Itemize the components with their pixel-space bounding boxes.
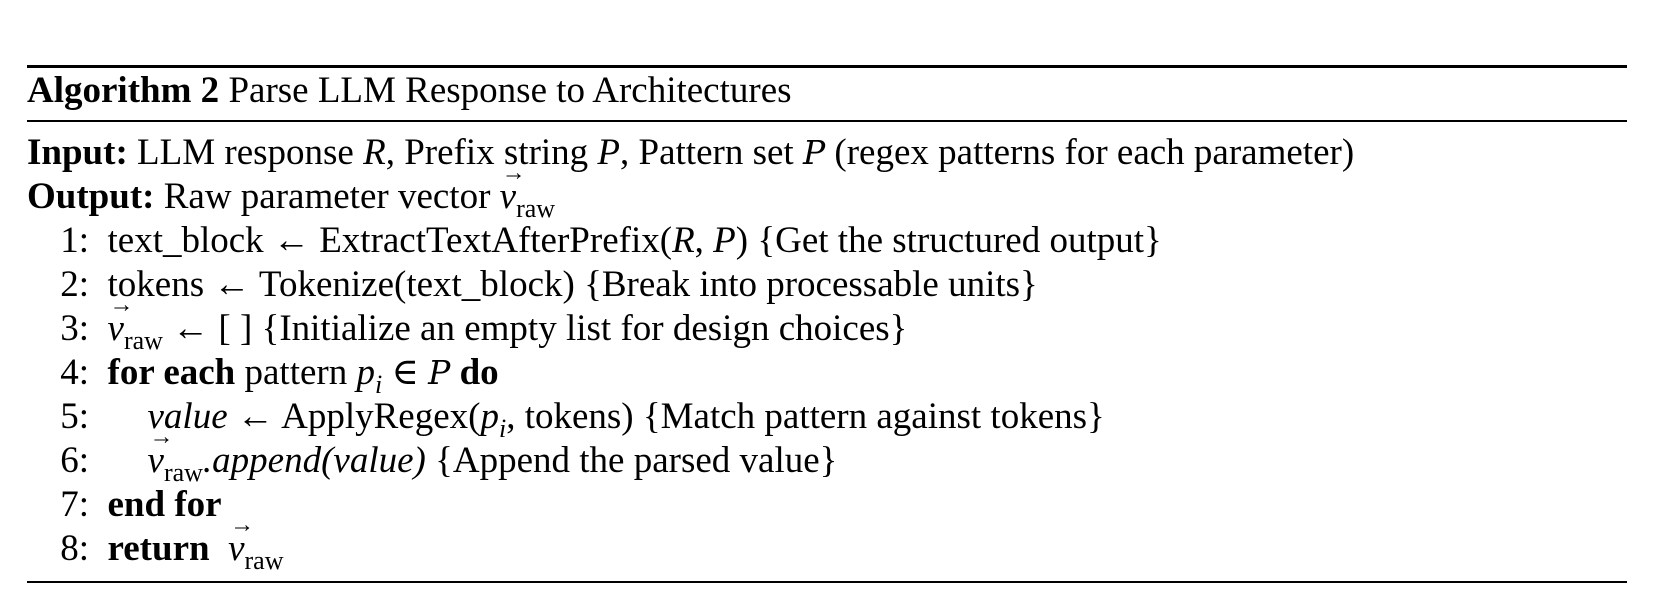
append-call: .append(value)	[202, 440, 426, 481]
paren-close: )	[735, 220, 749, 261]
bottom-rule	[27, 581, 1627, 583]
paren-open: (	[659, 220, 673, 261]
line-number: 8:	[60, 528, 89, 569]
vector: →v	[147, 425, 174, 483]
algorithm-block: Algorithm 2 Parse LLM Response to Archit…	[27, 0, 1627, 610]
keyword-do: do	[450, 352, 499, 393]
step-body: value ← ApplyRegex(pi, tokens) {Match pa…	[98, 395, 1105, 443]
step-body: for each pattern pi ∈ P do	[98, 351, 499, 399]
input-label: Input:	[27, 132, 128, 173]
step-comment: {Append the parsed value}	[425, 440, 838, 481]
step-text: pattern	[235, 352, 357, 393]
vector: →v	[228, 513, 254, 571]
algorithm-step-1: 1: text_block ← ExtractTextAfterPrefix(R…	[27, 219, 1162, 263]
input-text-4: (regex patterns for each parameter)	[825, 132, 1355, 173]
line-number: 4:	[60, 352, 89, 393]
arg-r: R	[672, 220, 695, 261]
algorithm-step-4: 4: for each pattern pi ∈ P do	[27, 351, 499, 399]
input-line: Input: LLM response R, Prefix string P, …	[27, 131, 1354, 175]
caption-rule	[27, 120, 1627, 122]
algorithm-step-2: 2: tokens ← Tokenize(text_block) {Break …	[27, 263, 1038, 307]
vector-subscript: raw	[244, 546, 284, 575]
algorithm-title: Parse LLM Response to Architectures	[228, 70, 792, 111]
algorithm-step-5: 5: value ← ApplyRegex(pi, tokens) {Match…	[27, 395, 1105, 443]
pattern-var: p	[356, 352, 375, 393]
arg-p: P	[713, 220, 736, 261]
step-body: →vraw ← [ ] {Initialize an empty list fo…	[98, 293, 908, 355]
arg-comma: ,	[694, 220, 714, 261]
step-body: return →vraw	[98, 513, 284, 575]
output-vector: →v	[499, 161, 526, 219]
pattern-index: i	[498, 414, 507, 443]
step-text: tokens ← Tokenize(text_block) {Break int…	[107, 264, 1038, 305]
line-number: 6:	[60, 440, 89, 481]
function-name: ExtractTextAfterPrefix	[319, 220, 660, 261]
vector-arrow: →	[230, 512, 255, 538]
input-pattern-set-symbol: P	[802, 133, 826, 172]
output-line: Output: Raw parameter vector →vraw	[27, 161, 555, 223]
algorithm-step-3: 3: →vraw ← [ ] {Initialize an empty list…	[27, 293, 908, 355]
pattern-set-symbol: P	[428, 353, 451, 392]
line-number: 2:	[60, 264, 89, 305]
line-number: 7:	[60, 484, 89, 525]
vector-arrow: →	[149, 424, 174, 450]
input-text-3: , Pattern set	[620, 132, 803, 173]
step-comment: {Get the structured output}	[748, 220, 1162, 261]
step-lhs: text_block	[107, 220, 264, 261]
pattern-index: i	[374, 370, 383, 399]
line-number: 5:	[60, 396, 89, 437]
step-text: , tokens) {Match pattern against tokens}	[506, 396, 1105, 437]
output-text: Raw parameter vector	[163, 176, 500, 217]
algorithm-step-8: 8: return →vraw	[27, 513, 284, 575]
step-body: tokens ← Tokenize(text_block) {Break int…	[98, 263, 1038, 307]
line-number: 3:	[60, 308, 89, 349]
top-rule	[27, 65, 1627, 68]
vector-arrow: →	[109, 292, 134, 318]
vector-subscript: raw	[163, 458, 203, 487]
value-var: value	[147, 396, 228, 437]
element-of-symbol: ∈	[382, 352, 429, 393]
keyword-end-for: end for	[107, 484, 222, 525]
step-body: text_block ← ExtractTextAfterPrefix(R, P…	[98, 219, 1162, 263]
vector-subscript: raw	[516, 194, 556, 223]
keyword-for-each: for each	[107, 352, 236, 393]
vector-arrow: →	[501, 160, 526, 186]
input-text-1: LLM response	[137, 132, 364, 173]
keyword-return: return	[107, 528, 210, 569]
input-text-2: , Prefix string	[385, 132, 598, 173]
vector-symbol: v	[499, 176, 517, 217]
step-text: ← [ ] {Initialize an empty list for desi…	[162, 308, 908, 349]
algorithm-label: Algorithm 2	[27, 70, 220, 111]
step-body: →vraw.append(value) {Append the parsed v…	[98, 425, 838, 487]
input-var-p: P	[597, 132, 621, 173]
output-label: Output:	[27, 176, 155, 217]
algorithm-step-6: 6: →vraw.append(value) {Append the parse…	[27, 425, 838, 487]
vector-symbol: v	[107, 308, 124, 349]
algorithm-caption: Algorithm 2 Parse LLM Response to Archit…	[27, 69, 792, 113]
vector-symbol: v	[147, 440, 164, 481]
step-body: end for	[98, 483, 222, 527]
function-name: ApplyRegex(	[281, 396, 481, 437]
vector-symbol: v	[228, 528, 245, 569]
line-number: 1:	[60, 220, 89, 261]
vector-subscript: raw	[123, 326, 163, 355]
pattern-var: p	[480, 396, 499, 437]
assign-arrow: ←	[227, 396, 282, 437]
vector: →v	[107, 293, 134, 351]
algorithm-step-7: 7: end for	[27, 483, 222, 527]
input-var-r: R	[363, 132, 386, 173]
assign-arrow: ←	[263, 220, 320, 261]
